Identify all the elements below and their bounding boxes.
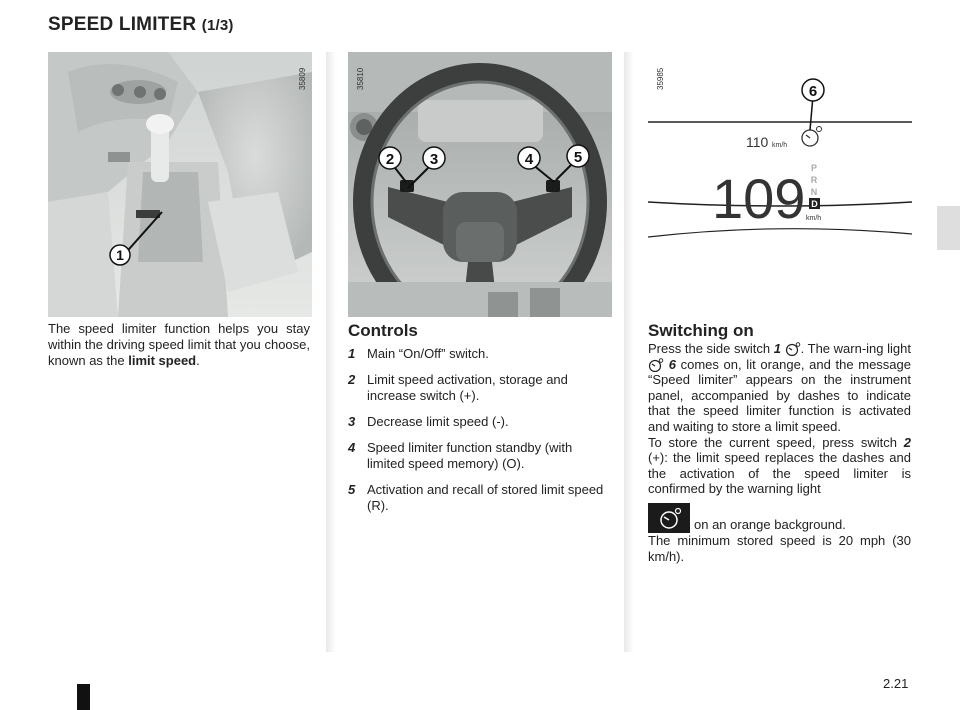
speed-limiter-icon — [648, 357, 664, 372]
column-divider — [326, 52, 336, 652]
speed-limiter-warning-icon — [648, 502, 690, 533]
page-title-suffix: (1/3) — [201, 17, 234, 34]
set-speed: 110 — [746, 134, 769, 150]
speed-limiter-icon — [785, 342, 800, 356]
callout-5: 5 — [574, 149, 582, 166]
footer-mark — [77, 684, 90, 710]
controls-heading: Controls — [348, 321, 418, 340]
speed-limiter-icon — [801, 126, 822, 147]
photo-id: 35809 — [298, 67, 307, 90]
instrument-panel-illustration: 110 km/h 6 109 P R N D km/h — [648, 52, 912, 252]
switching-paragraph: Press the side switch 1 . The warn-ing l… — [648, 341, 911, 434]
page-title: SPEED LIMITER (1/3) — [48, 14, 234, 35]
page-number: 2.21 — [883, 676, 909, 691]
limit-speed-term: limit speed — [128, 353, 197, 368]
column-divider — [624, 52, 634, 652]
callout-3: 3 — [430, 151, 438, 168]
switching-paragraph: The minimum stored speed is 20 mph (30 k… — [648, 532, 911, 564]
gear-n: N — [811, 187, 818, 197]
gear-p: P — [811, 163, 817, 173]
section-tab — [937, 206, 960, 250]
photo-steering-wheel: 2 3 4 5 — [348, 52, 612, 317]
gear-r: R — [811, 175, 818, 185]
switching-on-heading: Switching on — [648, 321, 754, 340]
set-speed-unit: km/h — [772, 142, 787, 149]
speed-unit: km/h — [806, 215, 821, 222]
photo-console: 1 — [48, 52, 312, 317]
current-speed: 109 — [712, 167, 805, 230]
switching-on-text: Press the side switch 1 . The warn-ing l… — [648, 341, 911, 564]
photo-id: 35810 — [356, 67, 365, 90]
callout-1: 1 — [116, 247, 124, 263]
callout-2: 2 — [386, 151, 394, 168]
switching-paragraph: on an orange background. — [648, 502, 911, 533]
callout-4: 4 — [525, 151, 534, 168]
callout-6: 6 — [809, 83, 817, 100]
intro-text: The speed limiter function helps you sta… — [48, 321, 310, 368]
gear-d: D — [811, 199, 818, 209]
switching-paragraph: To store the current speed, press switch… — [648, 434, 911, 497]
photo-id: 35985 — [656, 67, 665, 90]
